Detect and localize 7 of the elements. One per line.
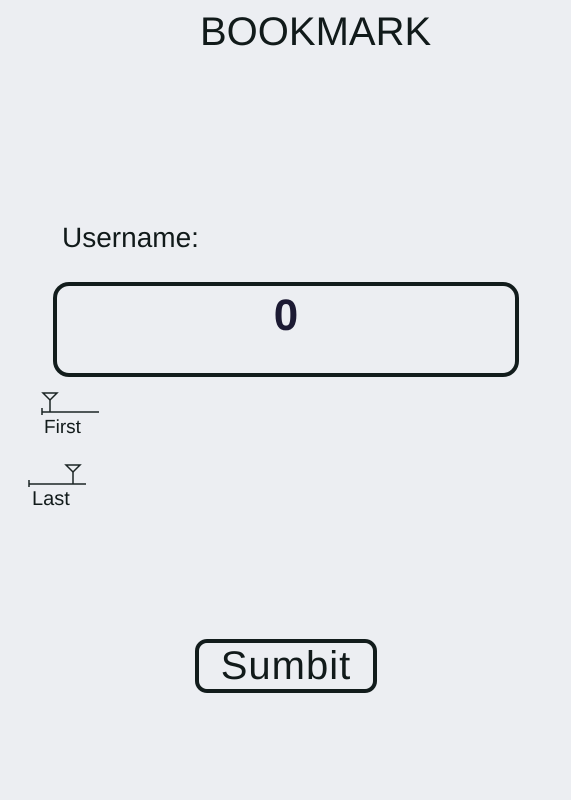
title: BOOKMARK [200, 12, 432, 52]
field-value: 0 [274, 294, 298, 338]
input-field [53, 282, 519, 377]
field-label: Last [32, 487, 70, 512]
field-label: Username: [62, 221, 199, 255]
submit-button: Sumbit [195, 639, 377, 693]
field-label: First [44, 416, 81, 440]
